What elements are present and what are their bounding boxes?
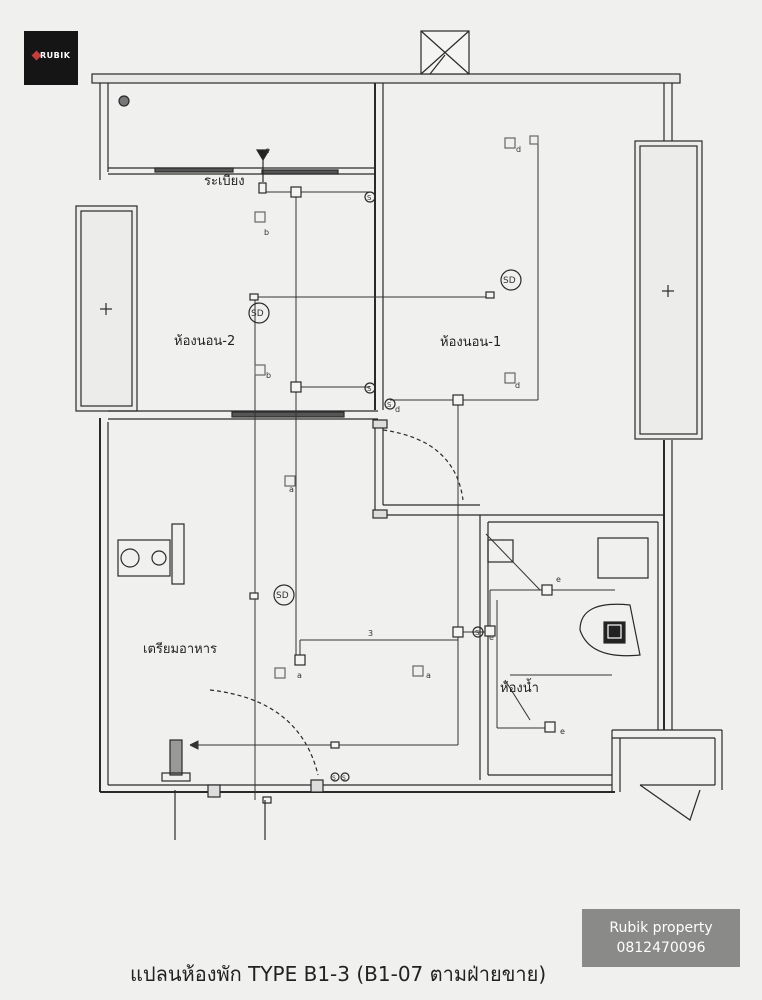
switch-label: S bbox=[367, 385, 372, 393]
circuit-d-label: d bbox=[395, 405, 400, 414]
contact-badge: Rubik property 0812470096 bbox=[582, 909, 740, 967]
service-door bbox=[639, 784, 701, 821]
badge-phone: 0812470096 bbox=[616, 940, 706, 956]
circuit-a-label: a bbox=[297, 671, 302, 680]
sd-label: SD bbox=[251, 309, 264, 319]
plan-caption: แปลนห้องพัก TYPE B1-3 (B1-07 ตามฝ่ายขาย) bbox=[130, 962, 547, 986]
room-label-bedroom-1: ห้องนอน-1 bbox=[440, 335, 502, 350]
circuit-d-label: d bbox=[515, 381, 520, 390]
bathroom-fixtures bbox=[487, 537, 649, 657]
circuit-e-label: e bbox=[560, 727, 565, 736]
top-wall bbox=[91, 73, 681, 84]
electrical-wiring bbox=[189, 140, 615, 800]
sd-label: SD bbox=[503, 276, 516, 286]
outlet-boxes bbox=[254, 135, 539, 679]
switch-label: S bbox=[332, 775, 336, 782]
interior-walls bbox=[108, 83, 723, 792]
room-label-balcony: ระเบียง bbox=[204, 174, 245, 189]
logo-text: RUBIK bbox=[40, 51, 71, 60]
room-label-bedroom-2: ห้องนอน-2 bbox=[174, 334, 236, 349]
circuit-b-label: b bbox=[266, 371, 271, 380]
sd-label: SD bbox=[276, 591, 289, 601]
smoke-detector-icons bbox=[248, 269, 522, 606]
switch-label: S bbox=[367, 194, 372, 202]
rubik-logo: RUBIK bbox=[24, 31, 78, 85]
badge-company-name: Rubik property bbox=[609, 920, 713, 936]
light-fixtures bbox=[249, 182, 556, 804]
room-label-kitchen: เตรียมอาหาร bbox=[143, 642, 218, 657]
ac-duct-box bbox=[420, 30, 470, 75]
kitchen-column bbox=[169, 739, 183, 776]
circuit-e-label: e bbox=[556, 575, 561, 584]
switch-icons bbox=[330, 191, 484, 782]
switch-label: S bbox=[387, 401, 392, 409]
kitchen-stove bbox=[117, 523, 185, 585]
circuit-e-label: e bbox=[489, 633, 494, 642]
floor-drain-icon bbox=[118, 95, 130, 107]
circuit-b-label: b bbox=[264, 228, 269, 237]
circuit-c-label: c bbox=[265, 146, 269, 155]
wire-count-label: 3 bbox=[368, 629, 373, 638]
entry-door-swing bbox=[209, 689, 319, 776]
outer-walls bbox=[91, 73, 681, 793]
room-label-bathroom: ห้องน้ำ bbox=[500, 681, 539, 696]
switch-label: S bbox=[342, 775, 346, 782]
circuit-a-label: a bbox=[289, 485, 294, 494]
symbol-labels: SD SD SD S S S S S S c b b d d d a a a e… bbox=[251, 145, 565, 782]
bedroom-1-door-swing bbox=[382, 429, 464, 501]
balcony-door bbox=[108, 167, 375, 175]
circuit-d-label: d bbox=[516, 145, 521, 154]
switch-label: S bbox=[475, 629, 480, 637]
circuit-a-label: a bbox=[426, 671, 431, 680]
antenna-icon bbox=[255, 149, 271, 162]
